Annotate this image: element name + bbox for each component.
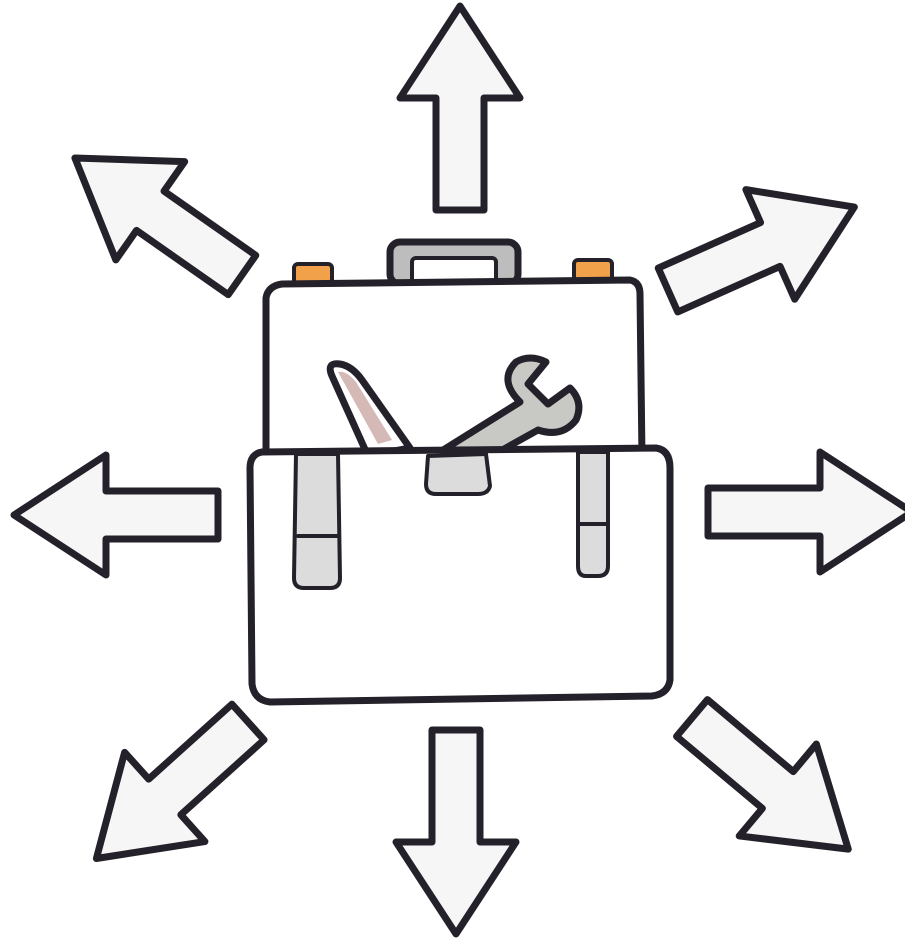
arrow-up-right-icon xyxy=(644,152,879,345)
arrow-up-left-icon xyxy=(40,109,276,324)
right-strap xyxy=(578,452,608,576)
arrow-down-right-icon xyxy=(653,672,886,895)
arrow-down-left-icon xyxy=(56,677,288,903)
arrow-left-icon xyxy=(14,455,218,575)
arrow-down-icon xyxy=(396,730,516,934)
arrow-up-icon xyxy=(400,6,520,210)
left-strap xyxy=(294,454,340,588)
toolbox-handle xyxy=(390,242,518,284)
arrow-right-icon xyxy=(708,452,905,572)
toolbox-icon xyxy=(250,242,670,702)
